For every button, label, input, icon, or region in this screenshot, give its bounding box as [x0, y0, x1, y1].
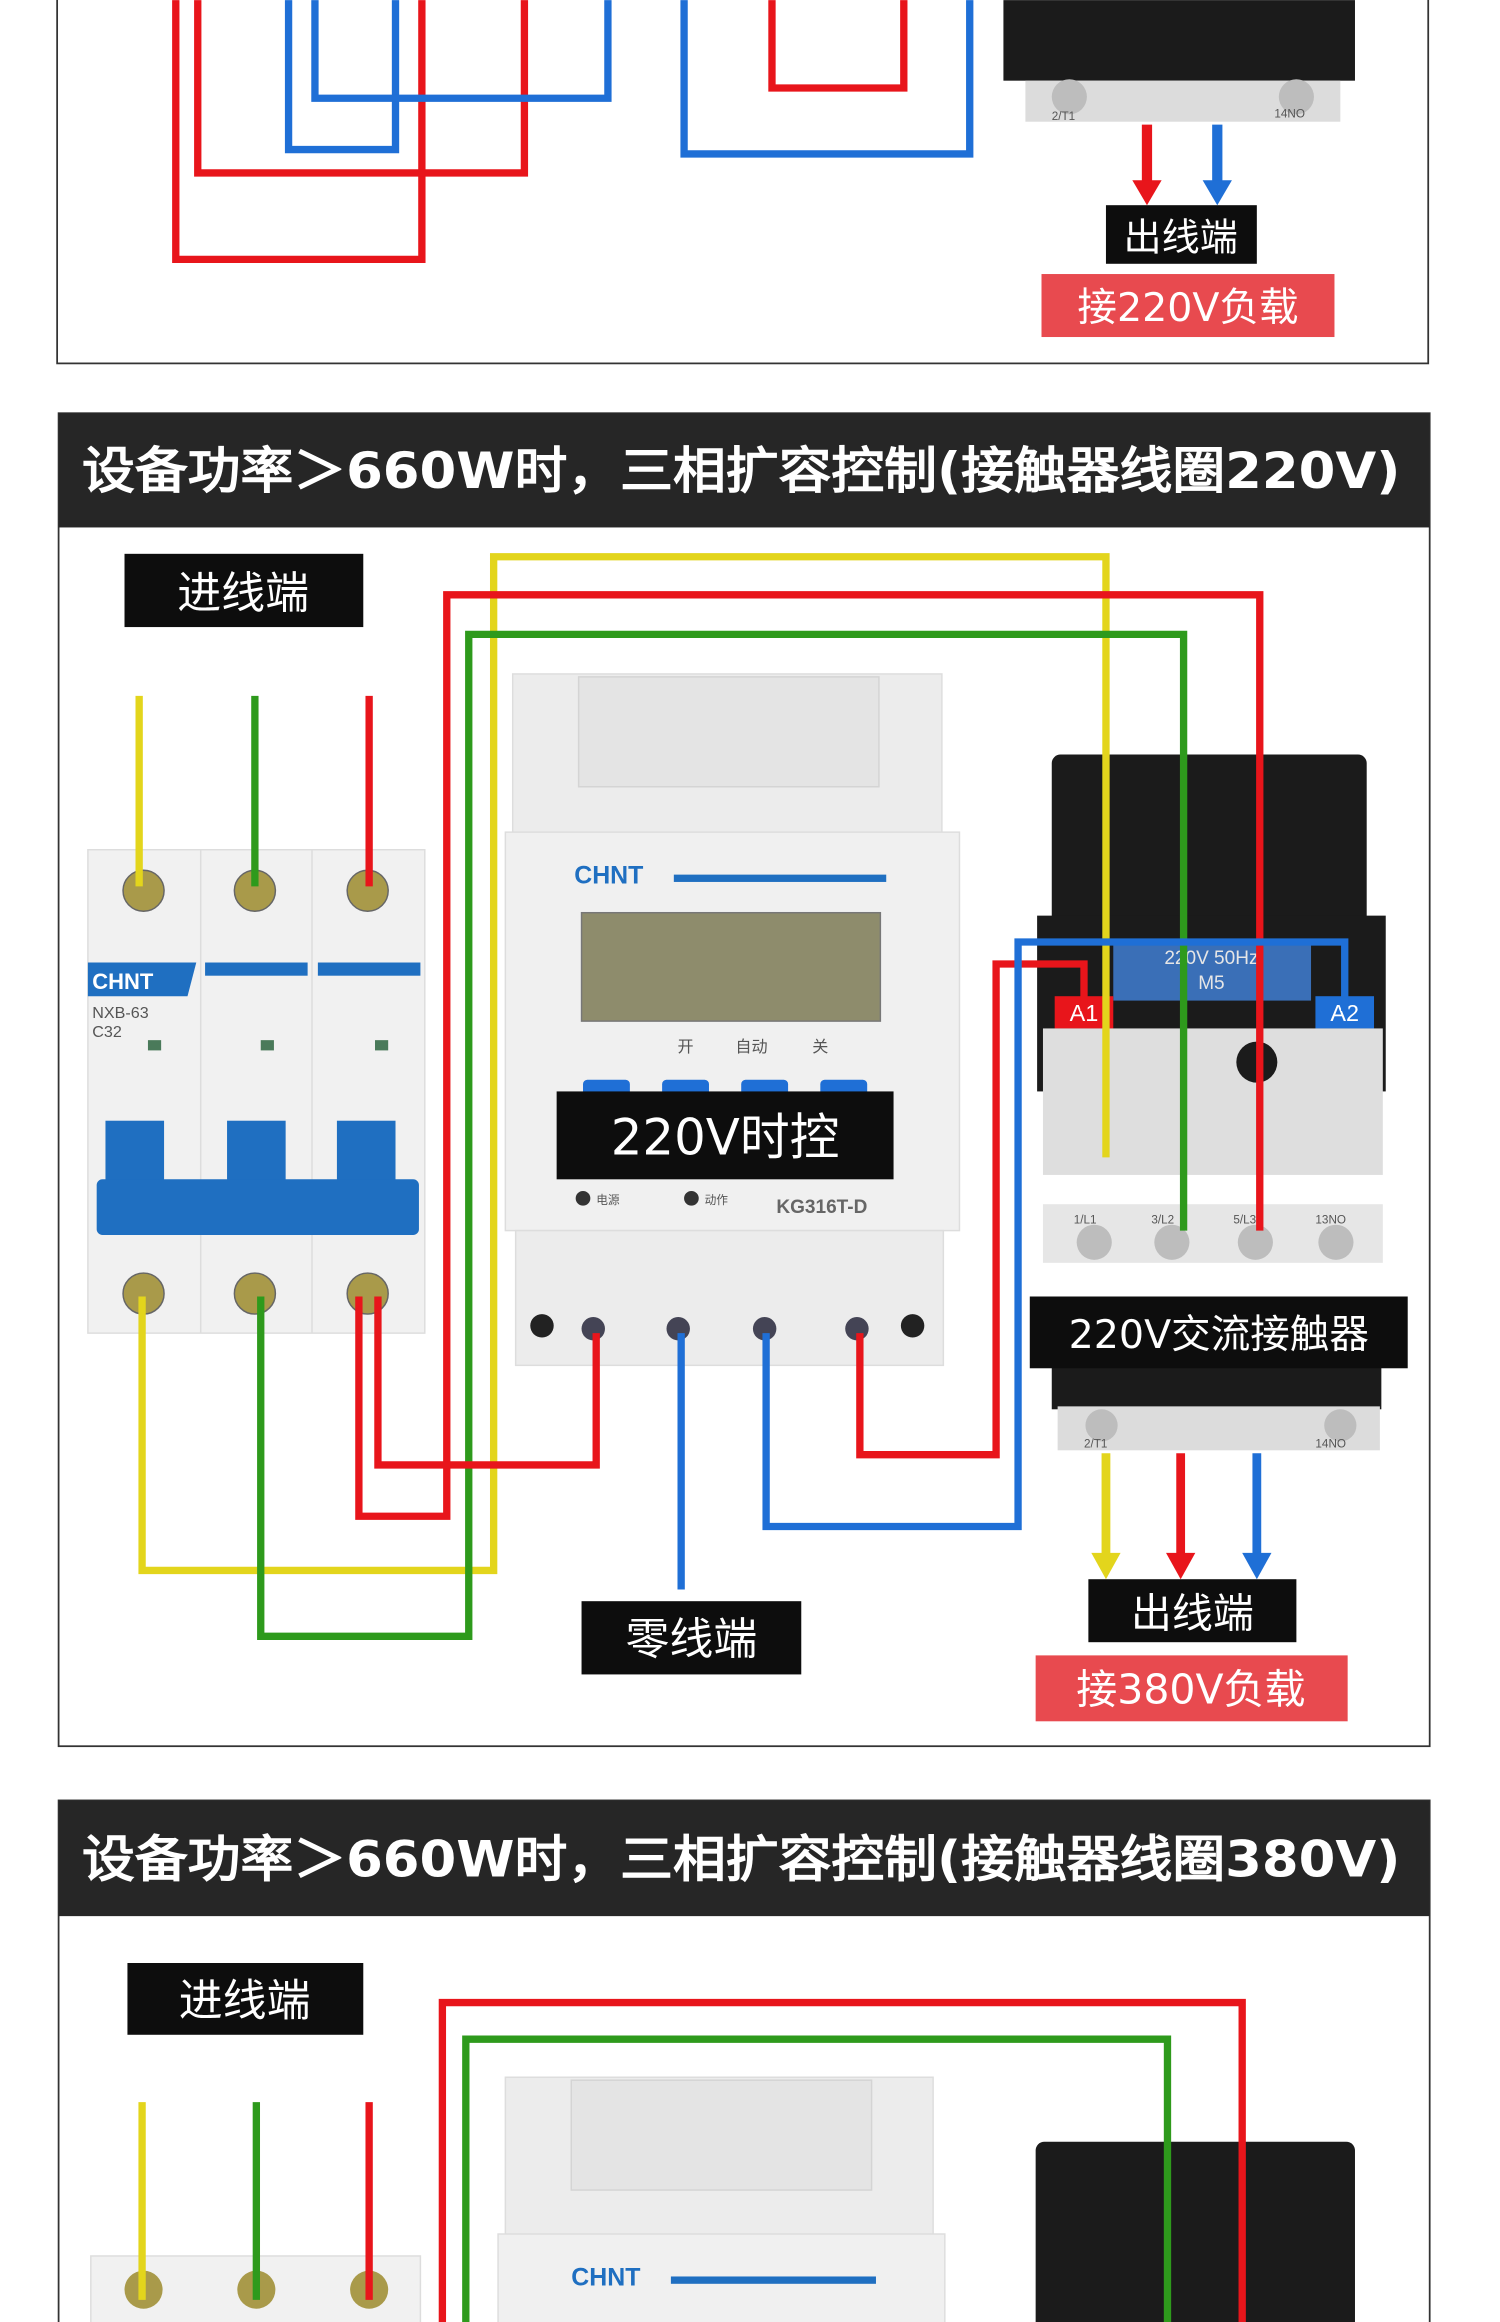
wire-green	[257, 630, 1188, 1641]
terminal-label: 13NO	[1315, 1213, 1346, 1226]
wire-red	[194, 0, 529, 177]
load-label-box	[1041, 274, 1335, 338]
terminal-label: 14NO	[1315, 1437, 1346, 1450]
button-label-auto: 自动	[735, 1038, 767, 1056]
wire-yellow	[138, 553, 1110, 1575]
contactor-label-box	[1029, 1296, 1408, 1369]
wire-blue	[680, 0, 974, 158]
in-label: 进线端	[177, 568, 309, 619]
breaker-brand: CHNT	[92, 969, 154, 994]
wire-red-timer-in	[374, 1296, 600, 1469]
load-label-box	[1035, 1655, 1348, 1722]
breaker-handle[interactable]	[96, 1179, 419, 1235]
terminal-label: 14NO	[1274, 107, 1305, 120]
time-switch: CHNT 开 自动 关 电源 动作 KG316T-D	[504, 673, 961, 1367]
section-2-header	[58, 413, 1430, 528]
circuit-breaker: CHNT NXB-63 C32	[87, 848, 426, 1334]
wire-red-coil-a1	[856, 960, 1088, 1459]
out-label: 出线端	[1124, 216, 1238, 260]
button-label-off: 关	[812, 1038, 828, 1056]
section-3-title: 设备功率＞660W时，三相扩容控制(接触器线圈380V)	[82, 1831, 1400, 1889]
neutral-label: 零线端	[626, 1614, 758, 1665]
led-label-power: 电源	[596, 1193, 620, 1207]
arrow-down-icon	[1091, 1552, 1121, 1580]
wire-blue	[284, 0, 400, 154]
arrow-down-icon	[1132, 180, 1162, 206]
out-label-box	[1088, 1579, 1297, 1643]
wire-red	[438, 1998, 1246, 2322]
timer-brand: CHNT	[574, 861, 643, 889]
ac-contactor: 220V 50Hz M5 A1 A2 1/L1 3/L2 5/L3 13NO 2…	[1037, 754, 1386, 1450]
neutral-label-box	[581, 1601, 802, 1675]
breaker-rating: C32	[92, 1023, 122, 1041]
in-label-box	[127, 1963, 364, 2035]
section-3: 设备功率＞660W时，三相扩容控制(接触器线圈380V) 进线端 CHNT	[57, 1799, 1431, 2322]
section-2: 设备功率＞660W时，三相扩容控制(接触器线圈220V) 进线端 CHNT NX…	[57, 412, 1431, 1748]
load-label: 接380V负载	[1076, 1666, 1305, 1714]
terminal-label: 2/T1	[1052, 110, 1075, 123]
wire-red	[355, 591, 1264, 1520]
button-label-on: 开	[677, 1038, 693, 1056]
breaker-model: NXB-63	[92, 1004, 148, 1022]
output-arrows	[1132, 124, 1232, 206]
terminal-label: 2/T1	[1084, 1437, 1107, 1450]
ac-contactor	[1035, 2141, 1355, 2322]
load-label: 接220V负载	[1077, 285, 1298, 331]
wire-blue-coil-a2	[762, 938, 1349, 1531]
wire-red	[172, 0, 426, 264]
terminal-label: 5/L3	[1233, 1213, 1256, 1226]
wire-green	[462, 2035, 1172, 2322]
in-label-box	[124, 553, 364, 628]
wire-blue	[311, 0, 612, 102]
contactor-model: M5	[1198, 973, 1224, 994]
led-icon	[575, 1191, 591, 1206]
arrow-down-icon	[1202, 180, 1232, 206]
contactor-label: 220V交流接触器	[1069, 1312, 1369, 1358]
wire-red	[768, 0, 908, 92]
section-1: 2/T1 14NO 出线端 接220V负载	[56, 0, 1430, 365]
section-3-header	[58, 1800, 1430, 1917]
timer-model: KG316T-D	[776, 1197, 867, 1218]
timer-label: 220V时控	[611, 1108, 840, 1166]
terminal-label: 3/L2	[1151, 1213, 1174, 1226]
led-label-action: 动作	[705, 1194, 729, 1207]
out-label: 出线端	[1131, 1590, 1254, 1638]
contactor-rating: 220V 50Hz	[1164, 948, 1258, 969]
wires	[135, 553, 1349, 1641]
contactor-bottom: 2/T1 14NO	[1003, 0, 1355, 123]
out-label-box	[1105, 205, 1257, 264]
led-icon	[684, 1191, 699, 1206]
terminal-label: 1/L1	[1074, 1213, 1097, 1226]
timer-label-box	[556, 1091, 894, 1180]
in-label: 进线端	[179, 1976, 311, 2027]
arrow-down-icon	[1166, 1552, 1196, 1580]
arrow-down-icon	[1242, 1552, 1272, 1580]
timer-brand: CHNT	[571, 2263, 640, 2291]
section-2-title: 设备功率＞660W时，三相扩容控制(接触器线圈220V)	[82, 442, 1400, 500]
